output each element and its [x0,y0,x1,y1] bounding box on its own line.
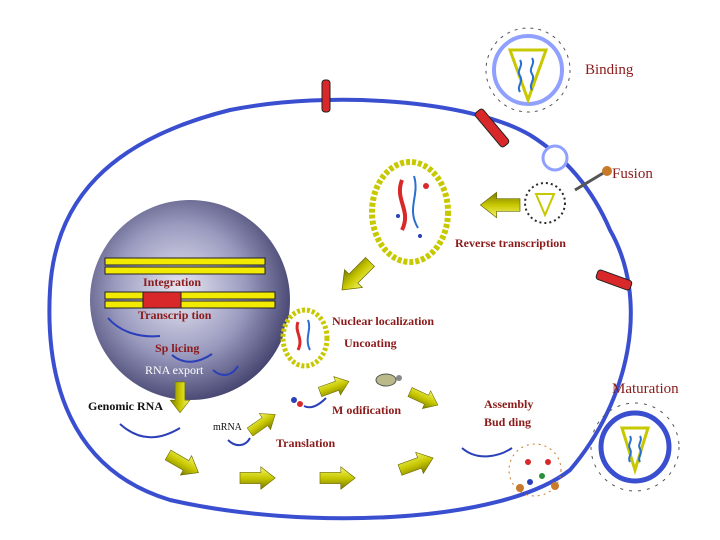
reverse-transcription-label: Reverse transcription [455,236,566,250]
maturation-label: Maturation [612,381,679,397]
rna-export-strand [212,365,239,376]
arrow-fusion-to-rt [480,192,521,218]
mrna-label: mRNA [213,422,243,433]
mature-virion [590,402,680,492]
assembly-label: Assembly [484,397,533,411]
pre-integration-complex [280,307,330,369]
fusion-virion [524,144,612,224]
polyprotein [291,373,402,409]
arrow-mod-right [405,382,443,415]
surface-receptor-top [321,79,331,113]
arrow-translation-2 [239,466,276,490]
binding-virion [485,27,571,113]
arrow-translation-4 [395,447,438,481]
integrated-provirus [142,291,182,309]
rna-transcript-2 [171,353,213,363]
rna-export-label: RNA export [145,363,204,377]
transcription-label: Transcrip tion [138,308,212,322]
genomic-rna-strand [119,423,181,439]
binding-label: Binding [585,62,634,78]
modification-label: M odification [332,403,401,417]
arrow-translation-3 [319,466,356,490]
splicing-label: Sp licing [155,341,199,355]
reverse-transcription-complex [369,159,451,265]
arrow-rt-to-nucleus [332,252,380,300]
translation-label: Translation [276,436,335,450]
arrow-mod-up [316,371,353,402]
rna-transcript-1 [107,317,161,338]
budding-label: Bud ding [484,415,531,429]
arrow-mrna-up [244,406,282,441]
uncoating-label: Uncoating [344,336,397,350]
nuclear-localization-label: Nuclear localization [332,314,434,328]
binding-receptor [474,108,510,148]
assembling-virion [461,443,562,497]
arrow-translation-1 [162,444,205,483]
integration-label: Integration [143,275,201,289]
surface-receptor-right [595,269,633,291]
genomic-rna-label: Genomic RNA [88,399,163,413]
mrna-strand [227,437,251,446]
host-dna [104,257,276,309]
fusion-label: Fusion [612,166,653,182]
nucleus [90,200,290,400]
